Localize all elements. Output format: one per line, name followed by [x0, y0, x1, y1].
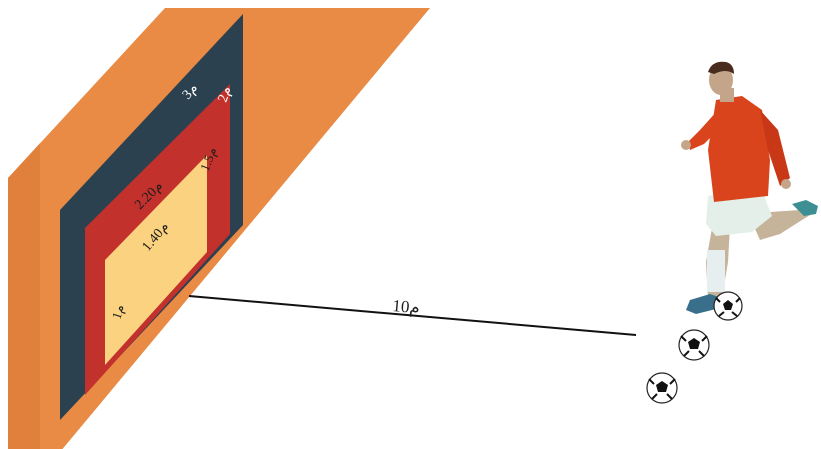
ball-bottom: [646, 372, 678, 404]
wall-shade: [8, 143, 40, 449]
inner-height-label: 1م: [109, 302, 129, 321]
ball-middle: [678, 329, 710, 361]
outer-height-label: 2م: [216, 85, 235, 105]
distance-label: 10م: [392, 296, 421, 318]
ball-at-foot: [713, 291, 743, 321]
football-player: [681, 61, 818, 314]
inner-target: [105, 155, 207, 365]
distance-line: [188, 295, 637, 336]
